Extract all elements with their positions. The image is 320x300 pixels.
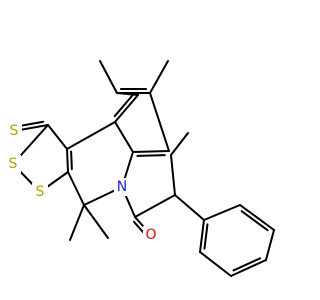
bond-c3a-c4 <box>67 171 85 206</box>
bond-ca-p1 <box>174 194 205 221</box>
bond-p3-p4 <box>265 229 275 261</box>
atom-n-ring-label: N <box>117 179 127 195</box>
atom-o-carbonyl-label: O <box>145 227 156 243</box>
atom-s-thione: S <box>6 122 22 140</box>
bond-p6-p1 <box>199 219 205 253</box>
atom-s-upper-label: S <box>9 156 18 172</box>
bond-c7-m7 <box>99 60 118 94</box>
bond-c8-m8 <box>149 60 169 94</box>
atom-o-carbonyl: O <box>143 226 159 244</box>
bond-c4a-c5 <box>114 121 134 153</box>
bond-c1a-c3a <box>66 148 69 173</box>
bond-double-p4-p5 <box>232 257 262 272</box>
bond-cc-ca <box>134 194 176 218</box>
bond-p2-p3 <box>239 204 275 231</box>
atom-s-lower-label: S <box>36 184 45 200</box>
bond-c4a-c1a <box>66 121 116 150</box>
bond-c9-c4a <box>114 94 139 123</box>
molecule-structure-diagram: S S S N O <box>5 60 275 277</box>
bond-double-c5-c6 <box>136 154 166 157</box>
bond-p5-p6 <box>199 251 232 277</box>
atom-n-ring: N <box>114 178 130 196</box>
atom-s-thione-label: S <box>10 123 19 139</box>
bond-double-c9-c4a <box>113 94 134 118</box>
bond-c5-c6 <box>132 150 170 153</box>
bond-c4-m4a <box>69 204 85 241</box>
bond-double-p6-p1 <box>203 223 209 250</box>
bond-ca-ce1 <box>170 154 176 196</box>
atom-s-upper: S <box>5 155 21 173</box>
bond-p4-p5 <box>230 259 267 277</box>
bond-c7-c9 <box>116 92 139 96</box>
bond-ce1-ce2 <box>170 132 189 156</box>
bond-c1a-c1 <box>47 124 68 150</box>
bond-c8-c6 <box>149 92 170 152</box>
bond-p1-p2 <box>203 204 241 221</box>
bond-c4-m4b <box>83 204 109 239</box>
bond-double-c1a-c3a <box>70 150 73 171</box>
bond-double-p2-p3 <box>240 210 269 232</box>
atom-s-lower: S <box>32 183 48 201</box>
